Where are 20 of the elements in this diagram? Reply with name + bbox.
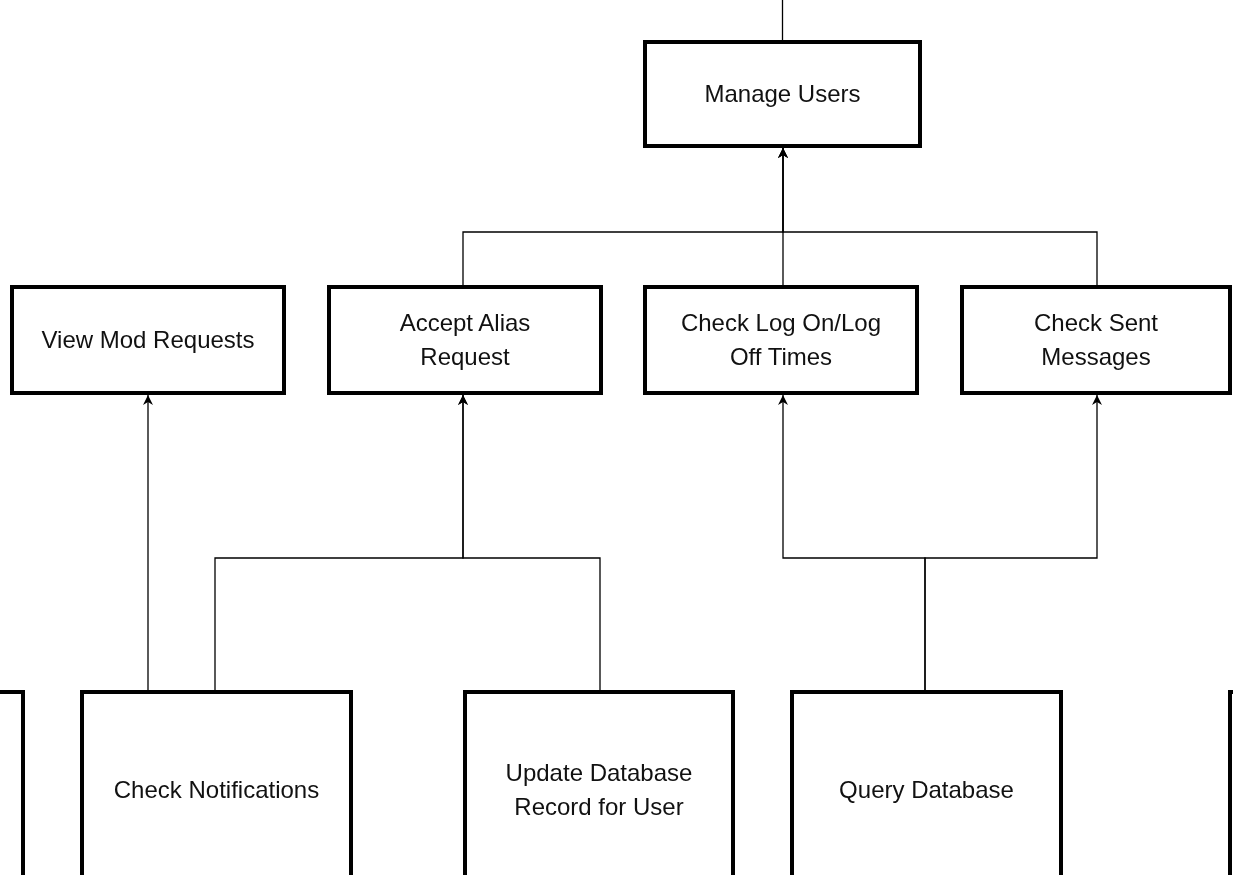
connector-arrow — [924, 394, 1102, 691]
box-label: Manage Users — [704, 79, 861, 109]
connector-arrow — [458, 394, 601, 691]
box-label: Check Log On/Log Off Times — [679, 308, 883, 372]
process-box — [463, 690, 735, 875]
process-box — [80, 690, 353, 875]
box-label: Check Notifications — [113, 775, 320, 805]
box-label: Accept Alias Request — [398, 308, 532, 372]
process-box — [960, 285, 1232, 395]
process-box — [790, 690, 1063, 875]
process-box — [10, 285, 286, 395]
process-box — [643, 40, 922, 148]
box-label: Check Sent Messages — [1032, 308, 1160, 372]
process-box — [643, 285, 919, 395]
box-label: Update Database Record for User — [504, 758, 694, 822]
box-label: Query Database — [839, 775, 1014, 805]
box-label: View Mod Requests — [41, 325, 255, 355]
process-box — [327, 285, 603, 395]
connector-arrow — [778, 147, 1098, 286]
connector-arrow — [143, 394, 153, 691]
